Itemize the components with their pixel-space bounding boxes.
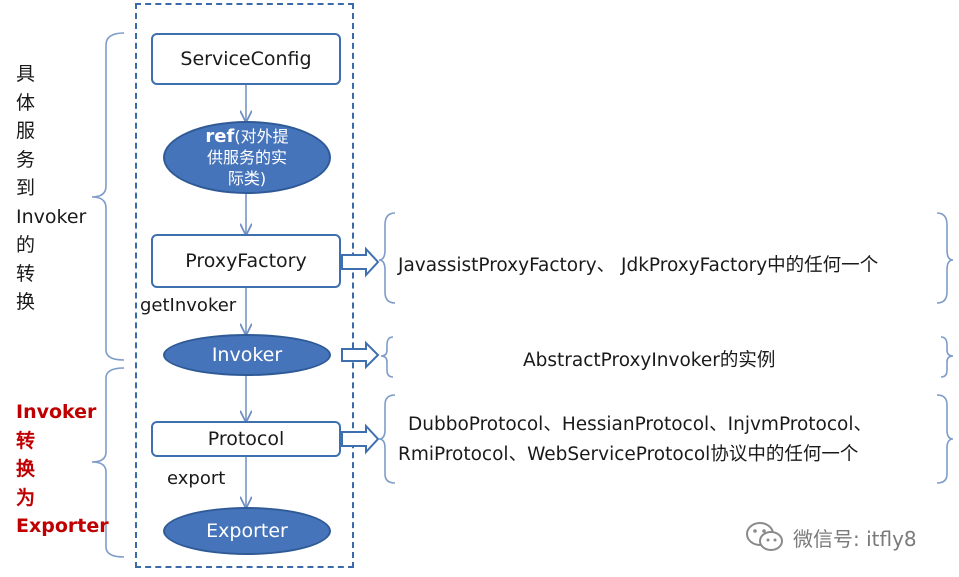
left-top-char: 到 [16, 177, 36, 199]
ref-rest-text: (对外提 [234, 127, 289, 146]
left-brace-bottom [91, 367, 125, 558]
note-brace-right-2 [940, 336, 954, 378]
note-brace-left-2 [380, 336, 394, 378]
note-brace-left-1 [378, 212, 396, 304]
left-bottom-char: Invoker [16, 401, 97, 423]
block-arrow-invoker [341, 340, 380, 370]
node-exporter: Exporter [163, 507, 331, 555]
node-proxy-factory-label: ProxyFactory [185, 250, 307, 272]
flow-frame [135, 3, 354, 568]
note-protocol: DubboProtocol、HessianProtocol、InjvmProto… [398, 410, 872, 470]
node-service-config: ServiceConfig [151, 33, 341, 85]
block-arrow-protocol [341, 423, 380, 455]
note-proxy-factory: JavassistProxyFactory、 JdkProxyFactory中的… [398, 255, 879, 276]
ref-line2-text: 供服务的实 [206, 148, 287, 167]
note-brace-right-3 [936, 394, 954, 484]
ref-bold-text: ref [205, 126, 235, 147]
left-bottom-char: 转 [16, 429, 36, 452]
left-bottom-char: 为 [16, 486, 36, 509]
node-invoker: Invoker [163, 334, 331, 376]
left-label-top: 具 体 服 务 到 Invoker 的 转 换 [16, 60, 86, 317]
node-ref: ref(对外提 供服务的实 际类) [163, 121, 331, 194]
node-protocol-label: Protocol [207, 428, 285, 450]
left-top-char: 务 [16, 148, 36, 171]
ref-line3-text: 际类) [227, 169, 267, 188]
left-label-bottom: Invoker 转 换 为 Exporter [16, 398, 109, 541]
left-top-char: 转 [16, 262, 36, 285]
edge-label-get-invoker: getInvoker [140, 295, 237, 316]
note-invoker-instance: AbstractProxyInvoker的实例 [523, 350, 776, 371]
left-brace-top [91, 32, 125, 361]
node-ref-label: ref(对外提 供服务的实 际类) [205, 126, 288, 189]
left-top-char: Invoker [16, 205, 87, 228]
note-brace-left-3 [378, 394, 396, 484]
left-top-char: 换 [16, 291, 36, 313]
watermark-text: 微信号: itfly8 [793, 526, 917, 551]
note-protocol-line2: RmiProtocol、WebServiceProtocol协议中的任何一个 [398, 444, 859, 465]
wechat-icon [746, 522, 783, 551]
left-top-char: 具 [16, 63, 36, 85]
left-bottom-char: 换 [16, 458, 36, 480]
node-protocol: Protocol [151, 421, 341, 457]
left-top-char: 的 [16, 234, 36, 256]
note-protocol-line1: DubboProtocol、HessianProtocol、InjvmProto… [408, 414, 872, 435]
watermark: 微信号: itfly8 [745, 520, 917, 554]
node-service-config-label: ServiceConfig [180, 48, 312, 70]
left-bottom-char: Exporter [16, 515, 109, 537]
note-brace-right-1 [936, 212, 954, 304]
node-invoker-label: Invoker [211, 344, 283, 366]
node-exporter-label: Exporter [206, 520, 288, 542]
edge-label-export: export [167, 468, 226, 489]
block-arrow-proxyfactory [341, 246, 380, 278]
left-top-char: 服 [16, 120, 36, 142]
left-top-char: 体 [16, 91, 36, 114]
node-proxy-factory: ProxyFactory [151, 234, 341, 288]
